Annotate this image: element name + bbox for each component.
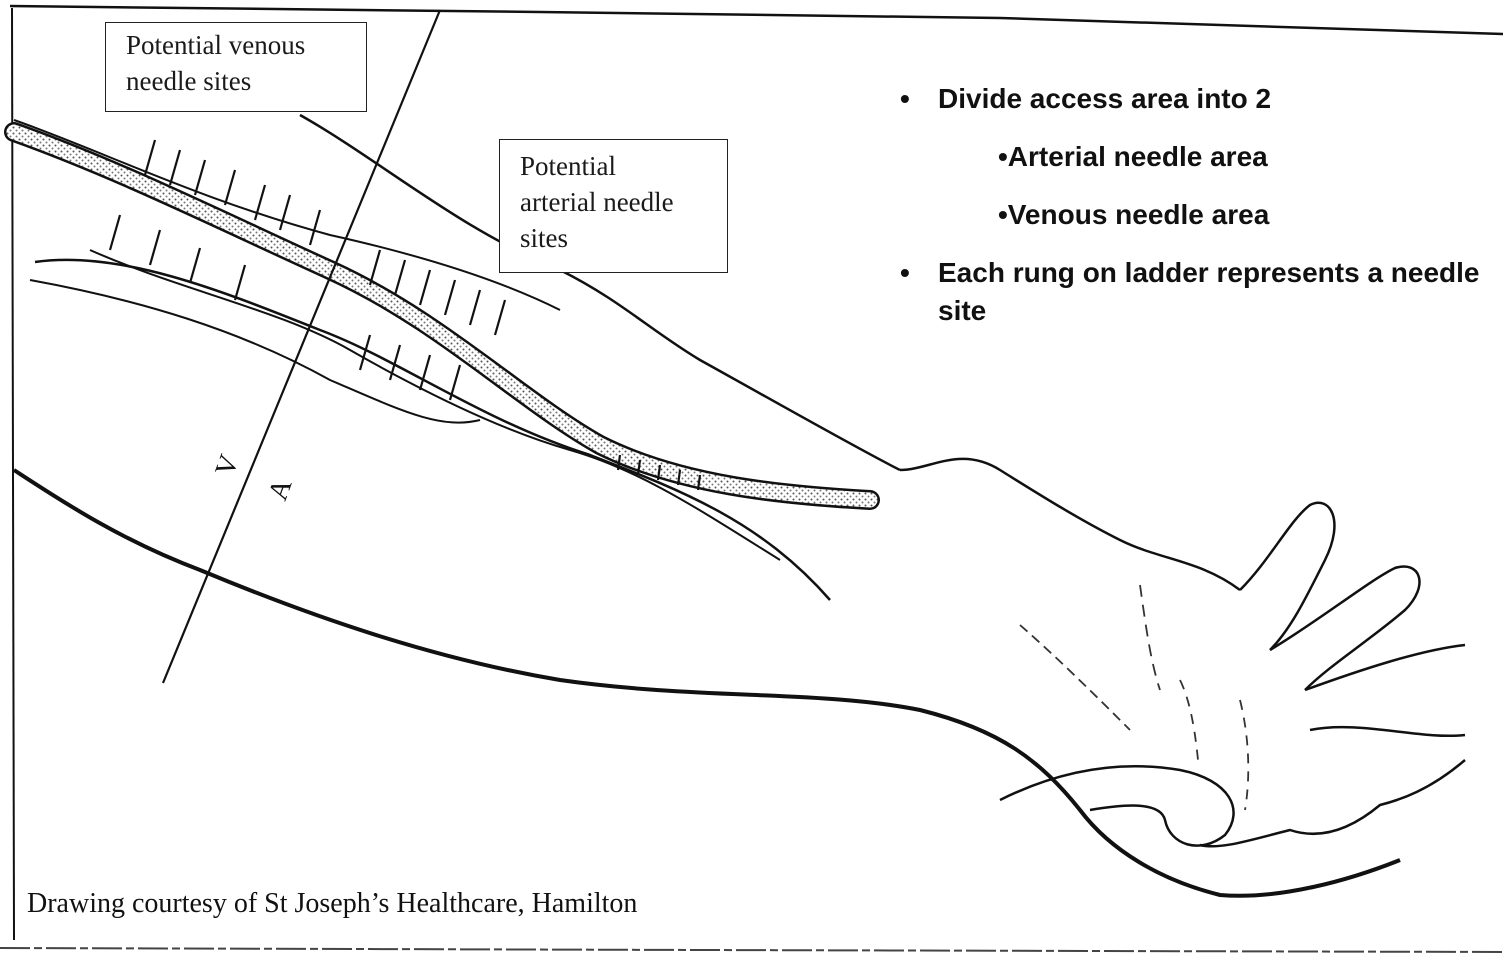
venous-needle-sites-label: Potential venous needle sites [105, 22, 367, 112]
palm-crease-4 [1240, 700, 1248, 810]
palm-crease-2 [1140, 585, 1160, 690]
bullet-item-divide: • Divide access area into 2 [900, 80, 1480, 118]
bullet-item-rung: • Each rung on ladder represents a needl… [900, 254, 1480, 330]
bullet-text-rung: Each rung on ladder represents a needle … [938, 257, 1480, 326]
bullet-marker: • [900, 254, 910, 292]
arterial-label-line-1: Potential [520, 148, 713, 184]
hand-back-outline [900, 459, 1240, 590]
vessel-line-2 [30, 280, 480, 423]
fistula-vessel-fill [14, 132, 870, 500]
axis-label-v: V [209, 451, 245, 481]
venous-label-line-1: Potential venous [126, 27, 352, 63]
sub-bullet-venous: •Venous needle area [900, 196, 1480, 234]
arterial-needle-sites-label: Potential arterial needle sites [499, 139, 728, 273]
frame-bottom-line [0, 948, 1503, 952]
palm-crease-1 [1020, 625, 1130, 730]
thumb-outline [1000, 766, 1234, 845]
arterial-label-line-3: sites [520, 220, 713, 256]
finger-index [1240, 503, 1334, 650]
bullet-list: • Divide access area into 2 •Arterial ne… [900, 80, 1480, 350]
caption: Drawing courtesy of St Joseph’s Healthca… [27, 888, 637, 920]
bullet-marker: • [900, 80, 910, 118]
palm-crease-3 [1180, 680, 1198, 760]
sub-bullet-arterial: •Arterial needle area [900, 138, 1480, 176]
axis-label-a: A [262, 474, 298, 504]
vessel-line-3 [90, 250, 780, 560]
finger-middle [1270, 566, 1419, 690]
arm-lower-outline [14, 470, 1400, 896]
venous-label-line-2: needle sites [126, 63, 352, 99]
palm-outline [1200, 760, 1465, 846]
arterial-label-line-2: arterial needle [520, 184, 713, 220]
finger-ring [1305, 645, 1465, 690]
finger-pinky [1310, 727, 1465, 736]
bullet-text-divide: Divide access area into 2 [938, 83, 1271, 114]
vessel-line-4 [14, 120, 560, 310]
frame-left-line [12, 8, 14, 940]
